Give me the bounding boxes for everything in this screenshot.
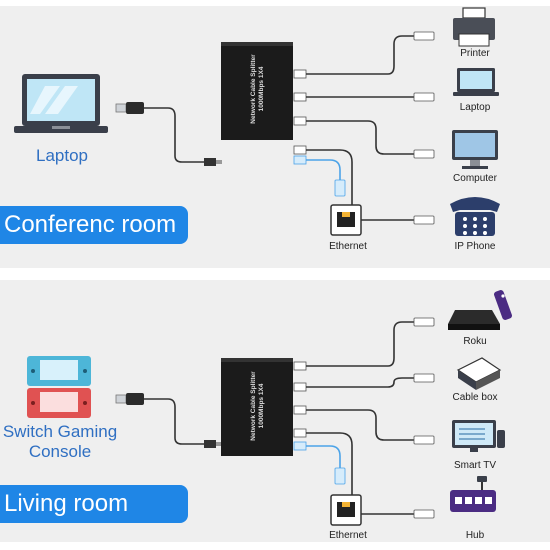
room-banner: Conferenc room xyxy=(0,206,188,244)
source-cable xyxy=(144,107,204,163)
source-label: Laptop xyxy=(36,146,88,165)
output-label-hub: Hub xyxy=(465,530,485,541)
wiring-diagram xyxy=(27,290,512,526)
output-label-laptop: Laptop xyxy=(459,102,491,113)
ip-phone-icon xyxy=(450,197,500,236)
conference-room-panel: Network Cable Splitter 1000Mbps 1X4 Lapt… xyxy=(0,6,550,268)
network-splitter-icon xyxy=(221,358,293,456)
source-label: Switch Gaming Console xyxy=(2,422,118,461)
computer-icon xyxy=(452,130,498,169)
hub-icon xyxy=(450,476,496,512)
source-cable xyxy=(144,398,204,445)
usb-plug-icon xyxy=(115,102,144,114)
output-label-roku: Roku xyxy=(463,336,487,347)
splitter-label: Network Cable Splitter 1000Mbps 1X4 xyxy=(250,54,265,124)
smart-tv-icon xyxy=(452,420,505,452)
splitter-label: Network Cable Splitter 1000Mbps 1X4 xyxy=(250,371,265,441)
output-label-printer: Printer xyxy=(460,48,490,59)
ethernet-wall-port-icon xyxy=(330,204,362,236)
output-label-smart-tv: Smart TV xyxy=(453,460,497,471)
network-splitter-icon xyxy=(221,42,293,140)
printer-icon xyxy=(453,7,495,47)
wall-port-label: Ethernet xyxy=(329,530,367,541)
output-label-cable-box: Cable box xyxy=(452,392,498,403)
cable-box-icon xyxy=(456,357,502,390)
output-label-computer: Computer xyxy=(453,173,497,184)
output-label-ip-phone: IP Phone xyxy=(454,241,496,252)
usb-plug-icon xyxy=(115,393,144,405)
wall-port-label: Ethernet xyxy=(329,241,367,252)
ethernet-cable xyxy=(306,445,341,468)
living-room-panel: Network Cable Splitter 1000Mbps 1X4 Swit… xyxy=(0,280,550,542)
laptop-source-icon xyxy=(14,74,108,133)
game-console-icon xyxy=(27,356,91,418)
wiring-diagram xyxy=(14,7,500,236)
roku-icon xyxy=(448,290,512,330)
room-banner: Living room xyxy=(0,485,188,523)
laptop-icon xyxy=(453,68,499,96)
ethernet-cable xyxy=(306,159,341,180)
ethernet-wall-port-icon xyxy=(330,494,362,526)
